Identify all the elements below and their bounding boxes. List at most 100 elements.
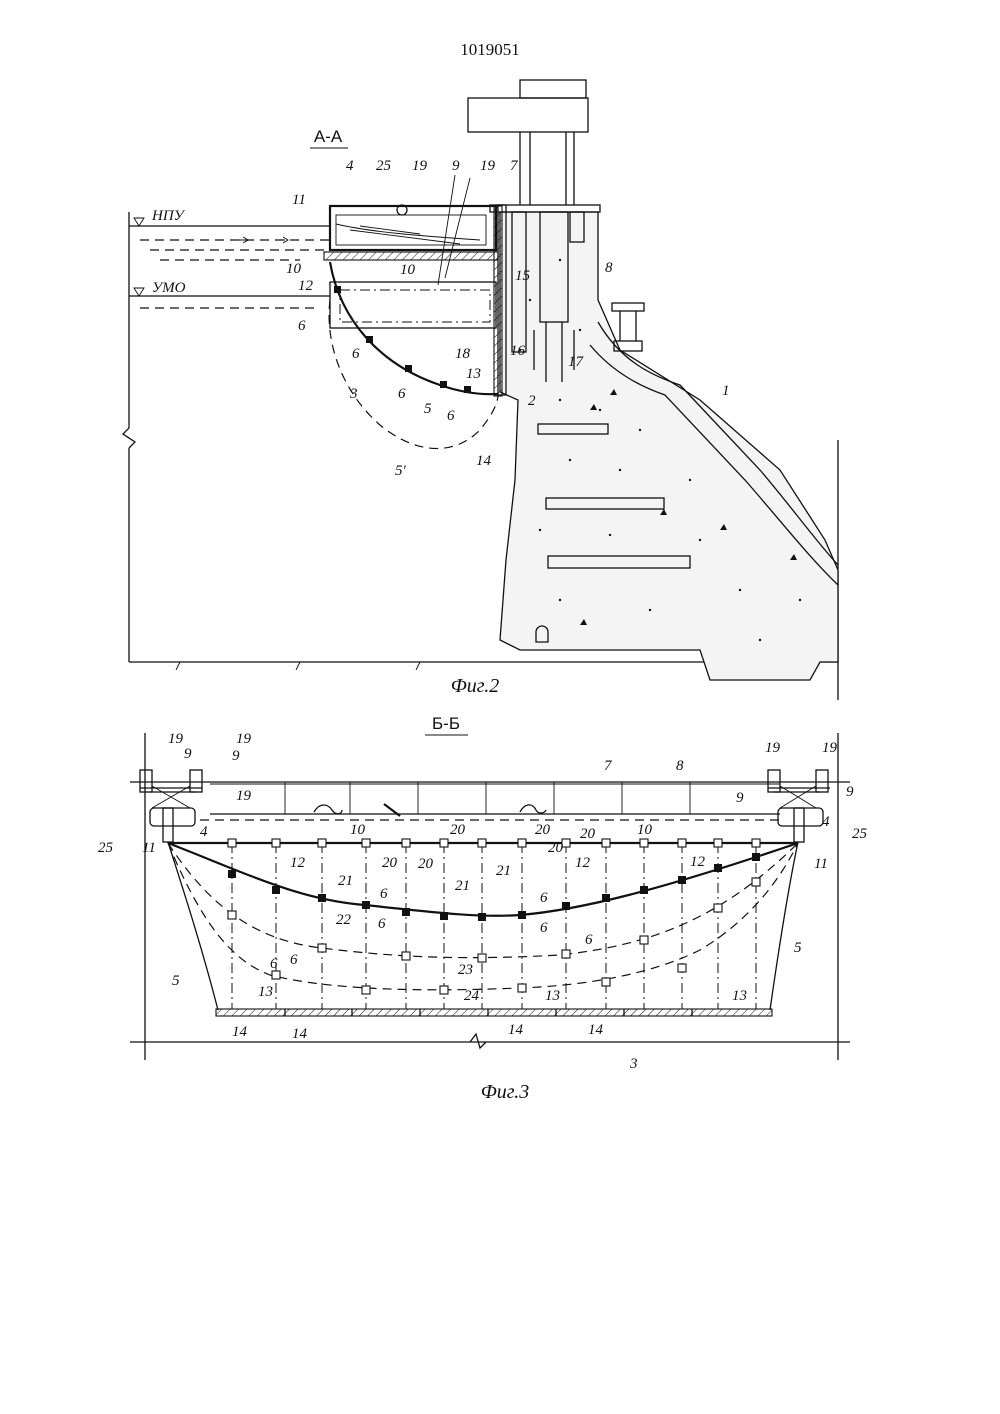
fig3-labels: 19 19 9 9 19 25 11 4 7 8 19 19 9 9 4 25 …: [98, 731, 868, 1072]
fig3-label: 5: [172, 973, 180, 989]
fig3-hangers: [231, 843, 757, 1009]
node-open: [401, 838, 411, 848]
node-open: [477, 838, 487, 848]
fig3-label: 20: [382, 855, 398, 871]
fig3-label: 6: [378, 916, 386, 932]
node-open: [227, 838, 237, 848]
figure-2: А-А НПУ УМО: [121, 79, 839, 700]
fig3-label: 20: [450, 822, 466, 838]
curtain-curve-24: [167, 842, 799, 991]
fig3-label: 22: [336, 912, 352, 928]
fig2-label: 5: [424, 401, 432, 417]
fig3-label: 13: [732, 988, 747, 1004]
fig2-label: 6: [352, 346, 360, 362]
fig2-label: 4: [346, 158, 354, 174]
node-filled: [478, 913, 486, 921]
fig3-label: 9: [184, 746, 192, 762]
curtain-5: [328, 261, 499, 396]
node-open: [361, 985, 371, 995]
node-open: [561, 949, 571, 959]
level-npu-label: НПУ: [151, 208, 186, 224]
fig3-label: 20: [548, 840, 564, 856]
fig2-label: 13: [466, 366, 481, 382]
fig3-label: 19: [168, 731, 184, 747]
fig3-label: 6: [290, 952, 298, 968]
node-open: [227, 910, 237, 920]
node-open: [477, 953, 487, 963]
node-filled: [402, 908, 410, 916]
drain-gallery: [535, 625, 549, 643]
fig3-label: 20: [418, 856, 434, 872]
fig2-beam-12: [323, 251, 499, 261]
node-open: [751, 877, 761, 887]
fig3-label: 25: [98, 840, 114, 856]
node-open: [317, 838, 327, 848]
node-open: [677, 838, 687, 848]
node-filled: [440, 912, 448, 920]
node-open: [271, 970, 281, 980]
fig2-section-label: А-А: [314, 127, 343, 146]
fig2-nodes: [334, 286, 471, 393]
fig2-label: 6: [447, 408, 455, 424]
node-open: [639, 935, 649, 945]
fig3-label: 6: [540, 890, 548, 906]
node-open: [677, 963, 687, 973]
fig3-label: 19: [236, 731, 252, 747]
node-open: [439, 985, 449, 995]
fig3-label: 4: [822, 814, 830, 830]
fig3-label: 11: [814, 856, 828, 872]
dam-body: [499, 211, 839, 681]
node-filled: [518, 911, 526, 919]
fig2-label: 16: [510, 343, 526, 359]
fig3-label: 7: [604, 758, 613, 774]
fig3-label: 13: [545, 988, 560, 1004]
fig3-label: 23: [458, 962, 473, 978]
fig3-curtain-outline: [167, 841, 799, 1011]
fig2-label: 14: [476, 453, 492, 469]
node-open: [713, 838, 723, 848]
fig2-label: 5': [395, 463, 407, 479]
fig3-label: 14: [588, 1022, 604, 1038]
node-open: [401, 951, 411, 961]
node-filled: [318, 894, 326, 902]
fig3-label: 19: [765, 740, 781, 756]
fig3-label: 12: [575, 855, 591, 871]
fig3-bottom-beam: [215, 1008, 773, 1017]
fig2-water-npu: НПУ: [129, 208, 330, 261]
fig3-label: 6: [540, 920, 548, 936]
fig2-label: 18: [455, 346, 471, 362]
fig2-label: 2: [528, 393, 536, 409]
fig2-label: 6: [298, 318, 306, 334]
fig3-label: 4: [200, 824, 208, 840]
fig3-dam-crest: [130, 781, 850, 821]
gallery-1: [537, 423, 609, 435]
fig3-right-end-assembly: [767, 769, 830, 843]
gate-hoist-crane: [467, 79, 601, 213]
fig2-label: 19: [480, 158, 496, 174]
fig2-left-boundary: [121, 212, 137, 662]
fig3-label: 14: [292, 1026, 308, 1042]
fig3-label: 21: [338, 873, 353, 889]
figure-3: Б-Б: [98, 714, 868, 1103]
fig3-label: 24: [464, 988, 480, 1004]
curtain-curve-23: [167, 842, 799, 959]
fig3-label: 10: [350, 822, 366, 838]
fig2-lower-frame: [329, 281, 497, 329]
fig3-label: 6: [270, 956, 278, 972]
fig3-left-end-assembly: [139, 769, 203, 843]
node-filled: [714, 864, 722, 872]
concrete-speckle: [518, 258, 802, 642]
node-filled: [228, 870, 236, 878]
fig3-label: 20: [580, 826, 596, 842]
fig3-label: 9: [736, 790, 744, 806]
fig3-label: 6: [585, 932, 593, 948]
node-open: [713, 903, 723, 913]
fig3-label: 9: [232, 748, 240, 764]
curtain-5-prime: [328, 299, 499, 450]
fig3-label: 25: [852, 826, 868, 842]
fig2-label: 15: [515, 268, 531, 284]
node-filled: [272, 886, 280, 894]
fig3-label: 21: [455, 878, 470, 894]
fig2-label: 1: [722, 383, 730, 399]
